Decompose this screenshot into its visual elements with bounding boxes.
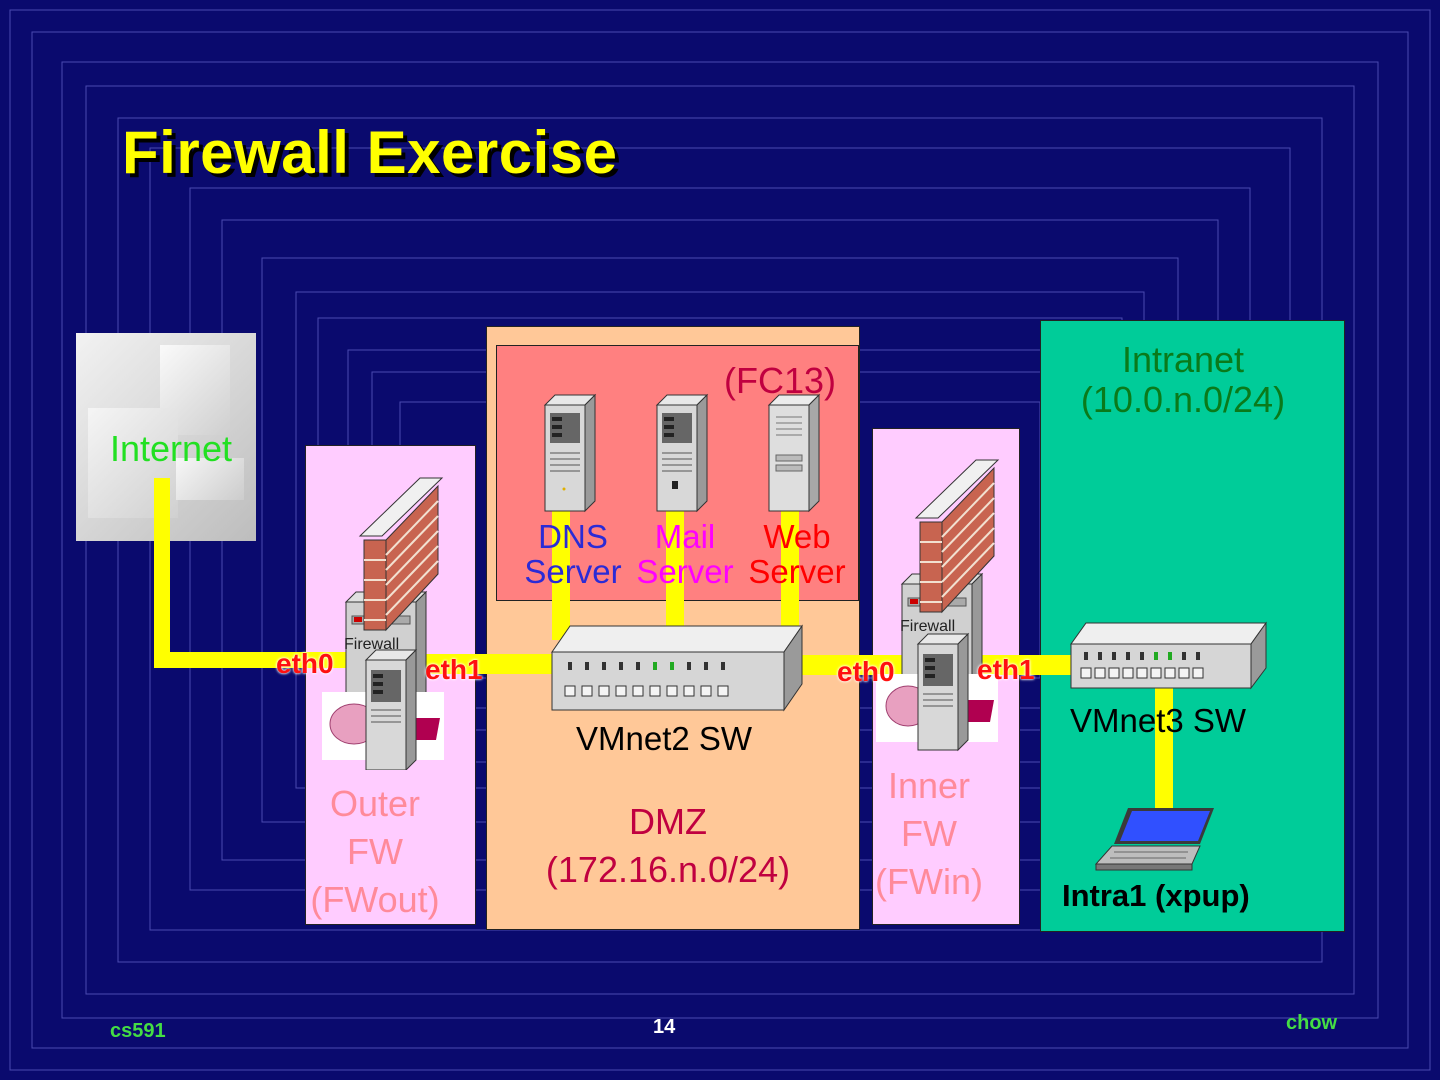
link-mail <box>666 500 684 640</box>
intranet-host-label: Intra1 (xpup) <box>1062 878 1250 913</box>
footer-course: cs591 <box>110 1020 166 1042</box>
link-intranet-host <box>1155 680 1173 830</box>
outer-fw-line1: Outer <box>329 783 421 824</box>
vmnet3-label: VMnet3 SW <box>1070 702 1247 739</box>
server-zone-label: (FC13) <box>724 360 837 401</box>
outer-eth0: eth0 <box>276 648 334 679</box>
link-inner-to-intranet <box>960 655 1080 675</box>
web-server-label: Web Server <box>742 518 852 590</box>
inner-fw-line3: (FWin) <box>875 861 983 903</box>
link-internet-to-outer <box>154 652 364 668</box>
mail-line2: Server <box>636 552 734 590</box>
dmz-label: DMZ (172.16.n.0/24) <box>520 798 816 893</box>
link-dmz-to-inner <box>800 655 920 675</box>
vmnet2-switch-icon <box>551 624 803 712</box>
link-dns <box>552 500 570 640</box>
server-dns-icon <box>543 393 597 513</box>
dns-line1: DNS <box>538 518 608 555</box>
vmnet3-switch-icon <box>1070 621 1267 690</box>
footer-page-number: 14 <box>653 1016 676 1038</box>
inner-eth1: eth1 <box>977 654 1035 685</box>
link-internet-down <box>154 478 170 666</box>
inner-eth0: eth0 <box>837 656 895 687</box>
outer-eth1: eth1 <box>425 654 483 685</box>
inner-fw-line1: Inner <box>887 765 971 806</box>
outer-fw-label: Outer FW (FWout) <box>298 780 452 925</box>
footer-author: chow <box>1286 1012 1338 1034</box>
outer-fw-line3: (FWout) <box>310 879 440 921</box>
server-web-icon <box>767 393 821 513</box>
internet-label: Internet <box>109 428 233 469</box>
dns-line2: Server <box>524 552 622 590</box>
intranet-line1: Intranet <box>1121 339 1245 380</box>
inner-fw-label: Inner FW (FWin) <box>860 762 998 907</box>
inner-fw-line2: FW <box>901 813 957 855</box>
inner-firewall-icon <box>876 459 1000 752</box>
outer-firewall-icon <box>322 477 444 770</box>
outer-firewall-device-label: Firewall <box>344 636 400 653</box>
laptop-icon <box>1094 808 1214 871</box>
outer-fw-line2: FW <box>347 831 403 873</box>
mail-server-label: Mail Server <box>630 518 740 590</box>
server-mail-icon <box>655 393 709 513</box>
slide-title: Firewall Exercise <box>122 119 618 186</box>
intranet-line2: (10.0.n.0/24) <box>1080 379 1286 421</box>
vmnet2-label: VMnet2 SW <box>576 720 753 757</box>
dns-server-label: DNS Server <box>516 518 630 590</box>
intranet-label: Intranet (10.0.n.0/24) <box>1060 339 1306 421</box>
web-line1: Web <box>763 518 831 555</box>
link-web <box>781 500 799 640</box>
dmz-line2: (172.16.n.0/24) <box>545 848 791 890</box>
link-outer-to-dmz <box>400 654 560 674</box>
web-line2: Server <box>748 552 846 590</box>
inner-firewall-device-label: Firewall <box>900 618 956 635</box>
internet-shape-3 <box>176 458 244 500</box>
mail-line1: Mail <box>654 518 716 555</box>
dmz-line1: DMZ <box>629 801 707 842</box>
